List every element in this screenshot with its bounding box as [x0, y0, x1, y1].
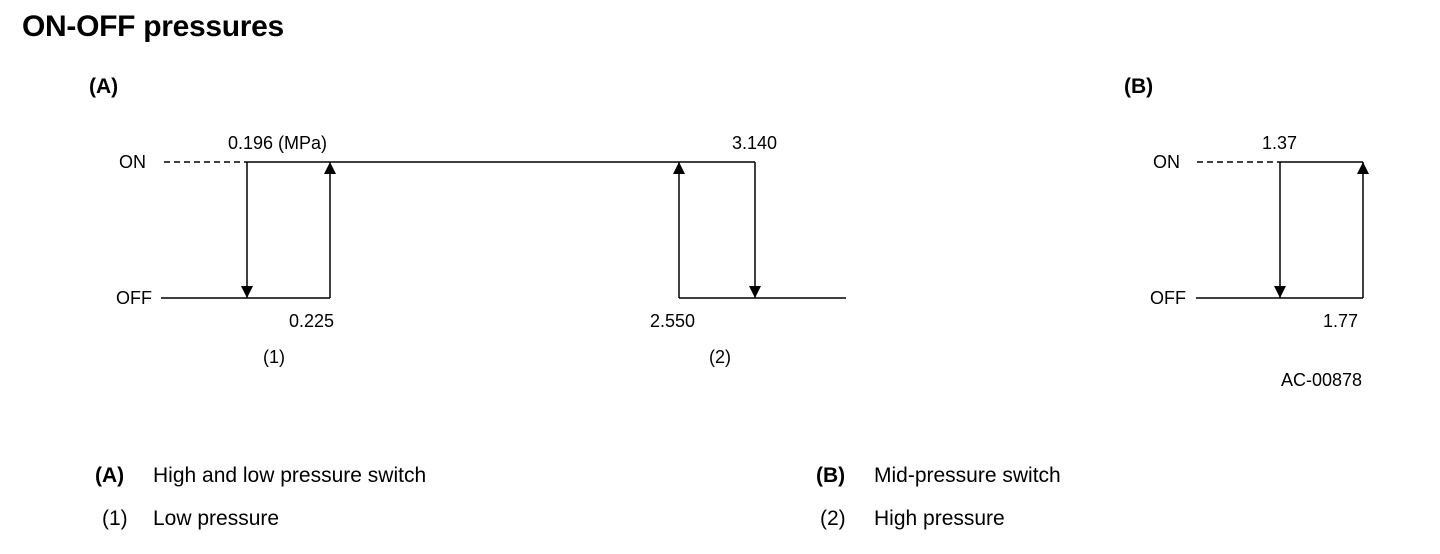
legend-item-2: (2) High pressure	[820, 507, 1005, 531]
legend-item-b: (B) Mid-pressure switch	[816, 464, 1061, 488]
panel-a-low-off-value: 0.225	[289, 311, 334, 331]
legend-key-1: (1)	[102, 507, 128, 530]
panel-a-high-off-value: 2.550	[650, 311, 695, 331]
legend-item-a: (A) High and low pressure switch	[95, 464, 426, 488]
panel-b-off-label: OFF	[1150, 288, 1186, 308]
legend-item-1: (1) Low pressure	[102, 507, 279, 531]
legend-key-2: (2)	[820, 507, 846, 530]
panel-b-on-label: ON	[1153, 152, 1180, 172]
panel-b-on-value: 1.37	[1262, 133, 1297, 153]
panel-a-on-label: ON	[119, 152, 146, 172]
panel-a-high-on-value: 3.140	[732, 133, 777, 153]
panel-a-label: (A)	[89, 75, 118, 98]
panel-a-group-1: (1)	[263, 347, 285, 367]
panel-a-low-on-value: 0.196 (MPa)	[228, 133, 327, 153]
legend-text-a: High and low pressure switch	[153, 464, 427, 487]
legend-text-1: Low pressure	[153, 507, 280, 530]
panel-a-off-label: OFF	[116, 288, 152, 308]
panel-b-label: (B)	[1124, 75, 1153, 98]
legend-text-2: High pressure	[874, 507, 1005, 530]
panel-b-off-value: 1.77	[1323, 311, 1358, 331]
legend-key-a: (A)	[95, 464, 125, 487]
legend-text-b: Mid-pressure switch	[874, 464, 1061, 487]
figure-code: AC-00878	[1281, 370, 1362, 390]
panel-a: (A) ON OFF 0.196 (MPa) 3.140 0.225 2.550…	[89, 75, 846, 367]
legend-key-b: (B)	[816, 464, 846, 487]
page-title: ON-OFF pressures	[22, 10, 284, 43]
panel-b: (B) ON OFF 1.37 1.77	[1124, 75, 1369, 331]
panel-a-group-2: (2)	[709, 347, 731, 367]
